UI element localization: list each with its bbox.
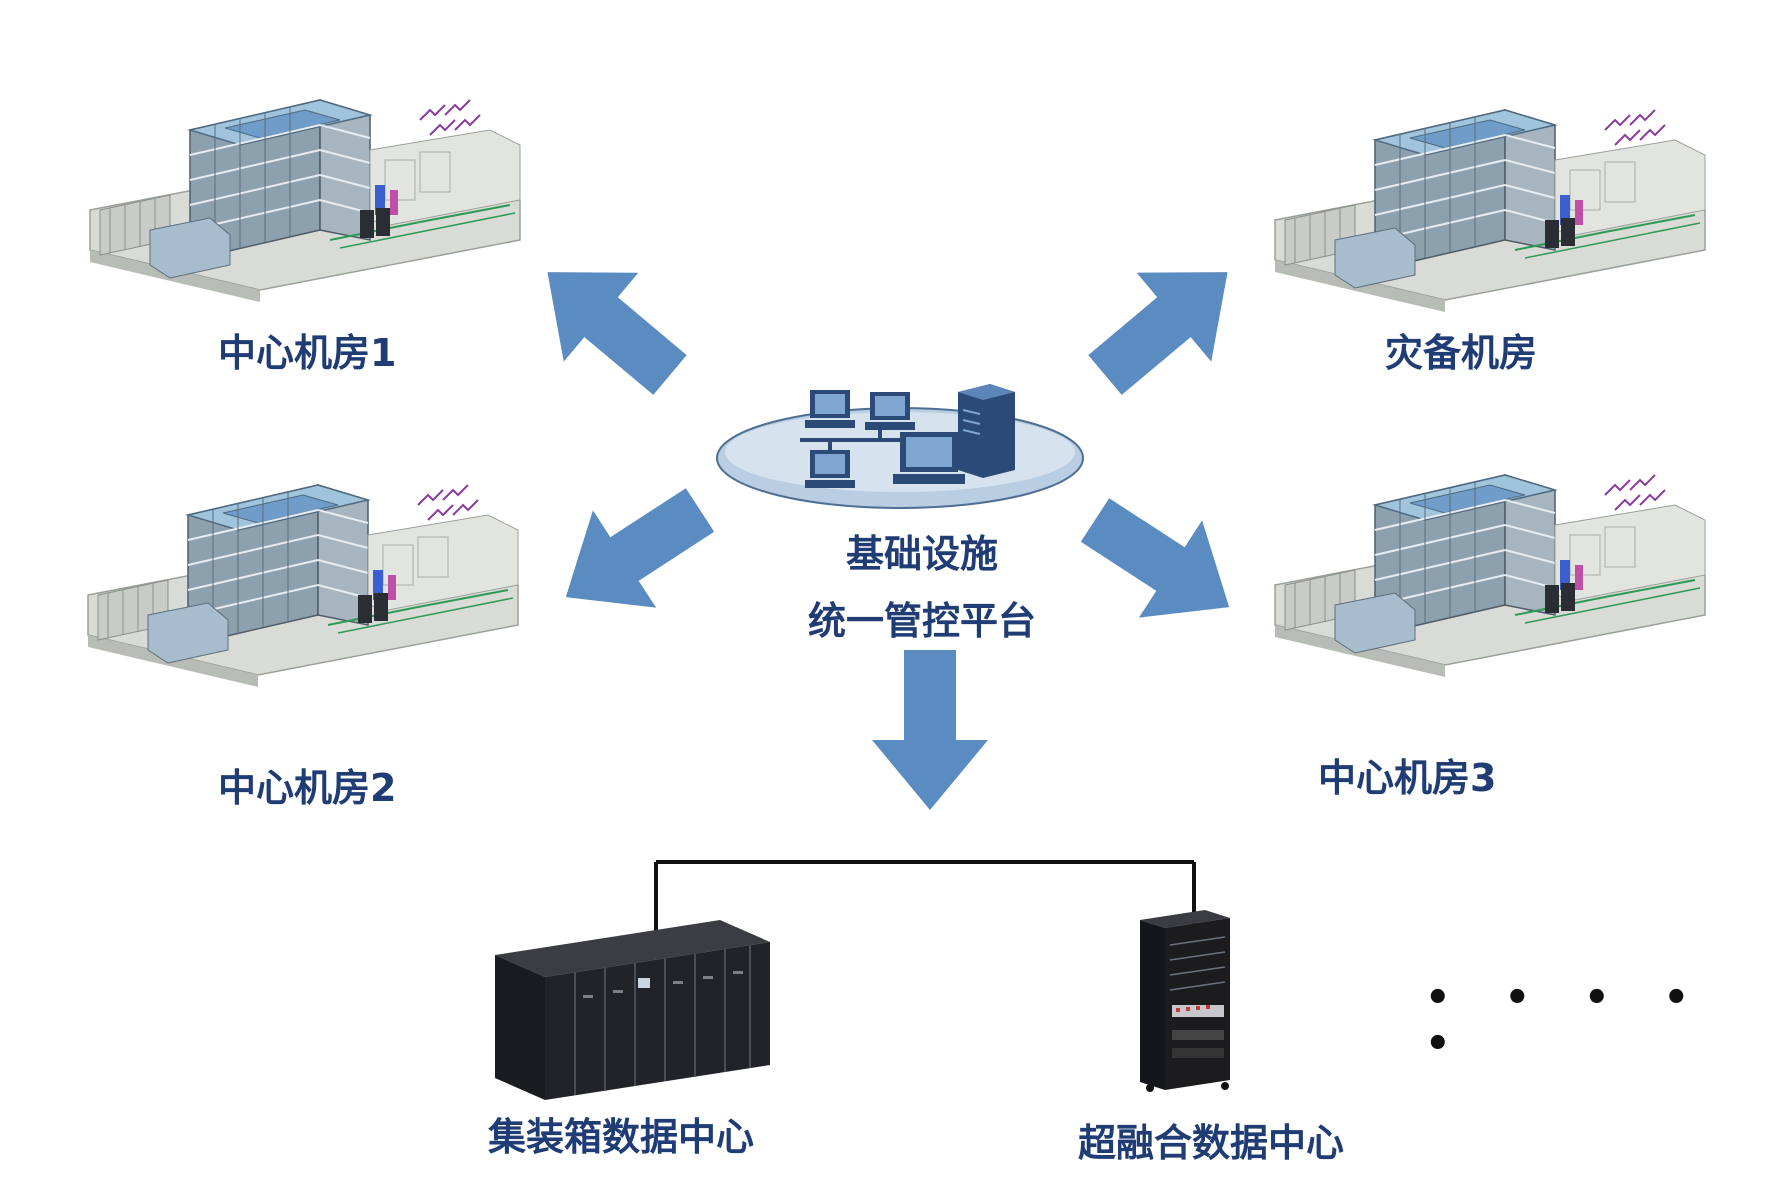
label-center-room-3: 中心机房3 [1318,756,1497,800]
computer-icon [805,390,855,428]
platform-title-line2: 统一管控平台 [808,599,1037,643]
label-center-room-1: 中心机房1 [218,331,397,375]
ellipsis-more-datacenters: • • • • • [1425,975,1710,1067]
server-icon [958,384,1015,478]
computer-icon [865,392,915,430]
label-center-room-2: 中心机房2 [218,766,397,810]
server-rack-icon [1140,910,1230,1092]
label-hyperconverged-datacenter: 超融合数据中心 [1078,1121,1345,1165]
data-center-building-icon [1274,109,1706,313]
data-center-building-icon [89,99,521,303]
computer-icon [893,432,965,484]
container-datacenter-icon [495,920,770,1100]
platform-network-icon [716,384,1084,509]
arrow-to-disaster-backup-room [1067,227,1265,420]
data-center-building-icon [1274,474,1706,678]
platform-title-line1: 基础设施 [846,532,999,576]
arrow-to-center-room-2 [534,461,732,646]
building-center-room-3 [1274,474,1706,678]
label-disaster-backup-room: 灾备机房 [1385,331,1538,375]
data-center-building-icon [87,484,519,688]
building-center-room-2 [87,484,519,688]
arrow-to-center-room-3 [1063,471,1261,656]
building-center-room-1 [89,99,521,303]
arrow-to-center-room-1 [510,227,708,420]
label-container-datacenter: 集装箱数据中心 [488,1115,755,1159]
computer-icon [805,450,855,488]
arrow-down-to-datacenters [872,650,988,810]
building-disaster-backup-room [1274,109,1706,313]
